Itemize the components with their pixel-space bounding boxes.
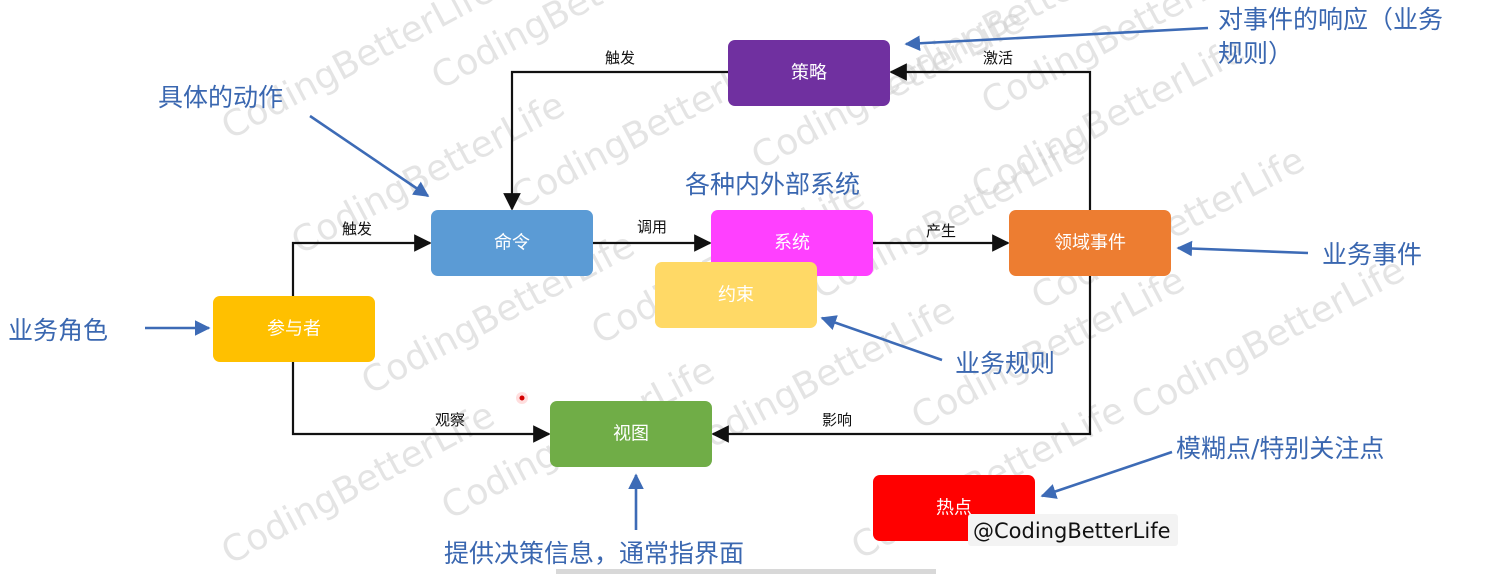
edge-label-produce: 产生 — [926, 222, 956, 240]
cursor-marker — [516, 392, 528, 404]
bottom-scroll-strip — [556, 569, 936, 574]
edge-actor-to-command — [291, 234, 432, 296]
callout-arrow-constraint — [820, 315, 943, 362]
callout-arrow-hotspot — [1040, 450, 1173, 499]
edge-label-actor-trigger: 触发 — [342, 220, 372, 238]
node-command-label: 命令 — [494, 233, 530, 254]
annotation-business-event: 业务事件 — [1322, 240, 1422, 269]
node-strategy-box — [728, 40, 890, 106]
node-command-box — [431, 210, 593, 276]
author-handle: @CodingBetterLife — [968, 514, 1178, 546]
node-command: 命令 — [431, 210, 593, 276]
node-strategy-label: 策略 — [791, 63, 827, 84]
author-handle-text: @CodingBetterLife — [973, 519, 1171, 543]
callout-arrow-strategy — [904, 26, 1209, 52]
node-actor-label: 参与者 — [267, 319, 321, 340]
edge-event-to-view — [711, 276, 1092, 443]
annotation-strategy-response-line2: 规则） — [1218, 39, 1293, 68]
node-system-box — [711, 210, 873, 276]
edge-labels: 触发 激活 触发 调用 产生 观察 影响 — [342, 49, 1013, 429]
edge-label-observe: 观察 — [435, 411, 465, 429]
node-constraint-box — [655, 262, 817, 328]
annotation-hotspot-desc: 模糊点/特别关注点 — [1176, 434, 1384, 463]
node-view-label: 视图 — [613, 424, 649, 445]
annotations: 对事件的响应（业务 规则） 具体的动作 各种内外部系统 业务事件 业务角色 业务… — [8, 5, 1443, 568]
annotation-concrete-action: 具体的动作 — [158, 83, 283, 112]
edge-label-invoke: 调用 — [637, 218, 667, 236]
node-constraint-label: 约束 — [718, 285, 754, 306]
node-domain-event-box — [1009, 210, 1171, 276]
edges — [291, 63, 1092, 443]
annotation-strategy-response-line1: 对事件的响应（业务 — [1218, 5, 1443, 34]
node-system-label: 系统 — [774, 233, 810, 254]
callouts — [145, 26, 1309, 530]
node-actor: 参与者 — [213, 296, 375, 362]
node-constraint: 约束 — [655, 262, 817, 328]
annotation-external-systems: 各种内外部系统 — [685, 170, 860, 199]
node-hotspot-label: 热点 — [936, 498, 972, 519]
node-system: 系统 — [711, 210, 873, 276]
edge-label-affect: 影响 — [822, 411, 852, 429]
annotation-business-rule: 业务规则 — [955, 349, 1055, 378]
node-domain-event: 领域事件 — [1009, 210, 1171, 276]
edge-label-strategy-trigger: 触发 — [605, 49, 635, 67]
node-view: 视图 — [550, 401, 712, 467]
edge-strategy-to-command — [503, 70, 728, 211]
node-actor-box — [213, 296, 375, 362]
node-domain-event-label: 领域事件 — [1054, 233, 1126, 254]
edge-label-activate: 激活 — [983, 49, 1013, 67]
annotation-business-role: 业务角色 — [8, 316, 108, 345]
edge-event-to-strategy — [889, 63, 1092, 212]
callout-arrow-command — [309, 114, 430, 198]
node-view-box — [550, 401, 712, 467]
annotation-view-desc: 提供决策信息，通常指界面 — [444, 539, 744, 568]
callout-arrow-event — [1176, 240, 1309, 257]
edge-actor-to-view — [291, 362, 551, 443]
node-strategy: 策略 — [728, 40, 890, 106]
